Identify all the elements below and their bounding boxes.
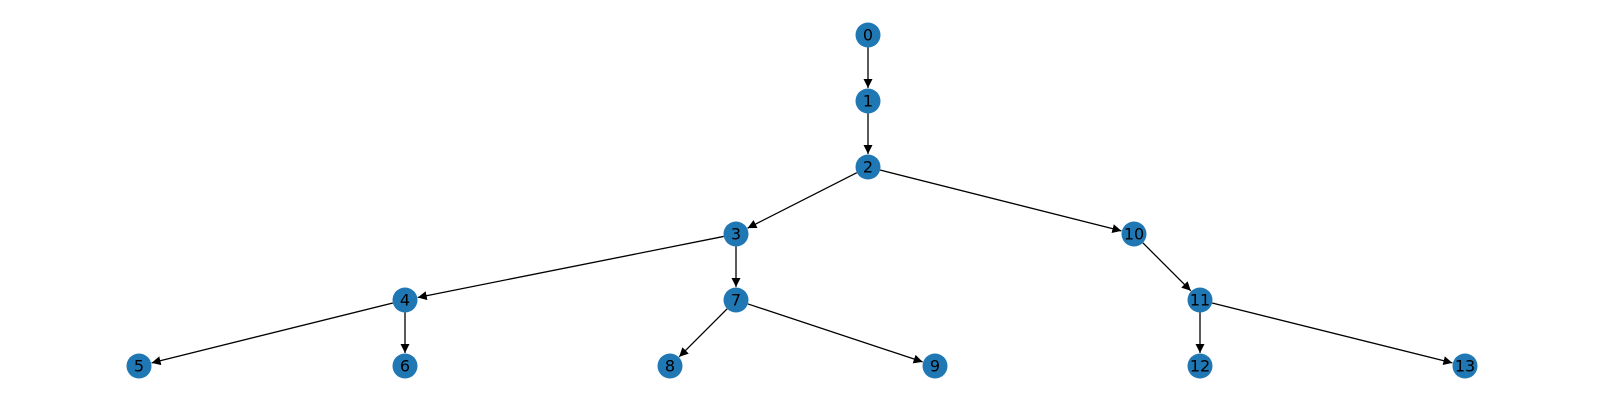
node-11: 11 — [1187, 287, 1213, 313]
node-circle-12 — [1187, 353, 1213, 379]
node-10: 10 — [1121, 221, 1147, 247]
node-label-10: 10 — [1124, 225, 1144, 244]
node-6: 6 — [392, 353, 418, 379]
edge-10-11 — [1142, 242, 1192, 292]
node-circle-5 — [126, 353, 152, 379]
node-label-11: 11 — [1190, 291, 1210, 310]
node-circle-11 — [1187, 287, 1213, 313]
edge-7-8 — [678, 308, 728, 358]
node-7: 7 — [723, 287, 749, 313]
edge-7-9 — [747, 303, 923, 364]
node-circle-10 — [1121, 221, 1147, 247]
node-3: 3 — [723, 221, 749, 247]
node-label-0: 0 — [863, 26, 873, 45]
node-label-1: 1 — [863, 92, 873, 111]
node-label-13: 13 — [1455, 357, 1475, 376]
node-1: 1 — [855, 88, 881, 114]
node-circle-4 — [392, 287, 418, 313]
node-label-5: 5 — [134, 357, 144, 376]
node-circle-13 — [1452, 353, 1478, 379]
node-label-4: 4 — [400, 291, 410, 310]
edges-layer — [151, 47, 1453, 366]
node-2: 2 — [855, 154, 881, 180]
edge-4-5 — [151, 302, 394, 366]
node-circle-7 — [723, 287, 749, 313]
node-label-2: 2 — [863, 158, 873, 177]
edge-2-10 — [879, 169, 1122, 233]
node-12: 12 — [1187, 353, 1213, 379]
node-label-3: 3 — [731, 225, 741, 244]
node-13: 13 — [1452, 353, 1478, 379]
edge-3-4 — [417, 235, 724, 301]
node-label-8: 8 — [665, 357, 675, 376]
node-circle-0 — [855, 22, 881, 48]
node-circle-3 — [723, 221, 749, 247]
node-9: 9 — [922, 353, 948, 379]
node-circle-2 — [855, 154, 881, 180]
node-label-7: 7 — [731, 291, 741, 310]
node-circle-8 — [657, 353, 683, 379]
node-circle-1 — [855, 88, 881, 114]
edge-11-13 — [1211, 302, 1453, 366]
edge-2-3 — [747, 172, 858, 229]
node-label-9: 9 — [930, 357, 940, 376]
node-circle-6 — [392, 353, 418, 379]
node-0: 0 — [855, 22, 881, 48]
node-8: 8 — [657, 353, 683, 379]
node-circle-9 — [922, 353, 948, 379]
node-5: 5 — [126, 353, 152, 379]
node-label-6: 6 — [400, 357, 410, 376]
node-label-12: 12 — [1190, 357, 1210, 376]
node-4: 4 — [392, 287, 418, 313]
